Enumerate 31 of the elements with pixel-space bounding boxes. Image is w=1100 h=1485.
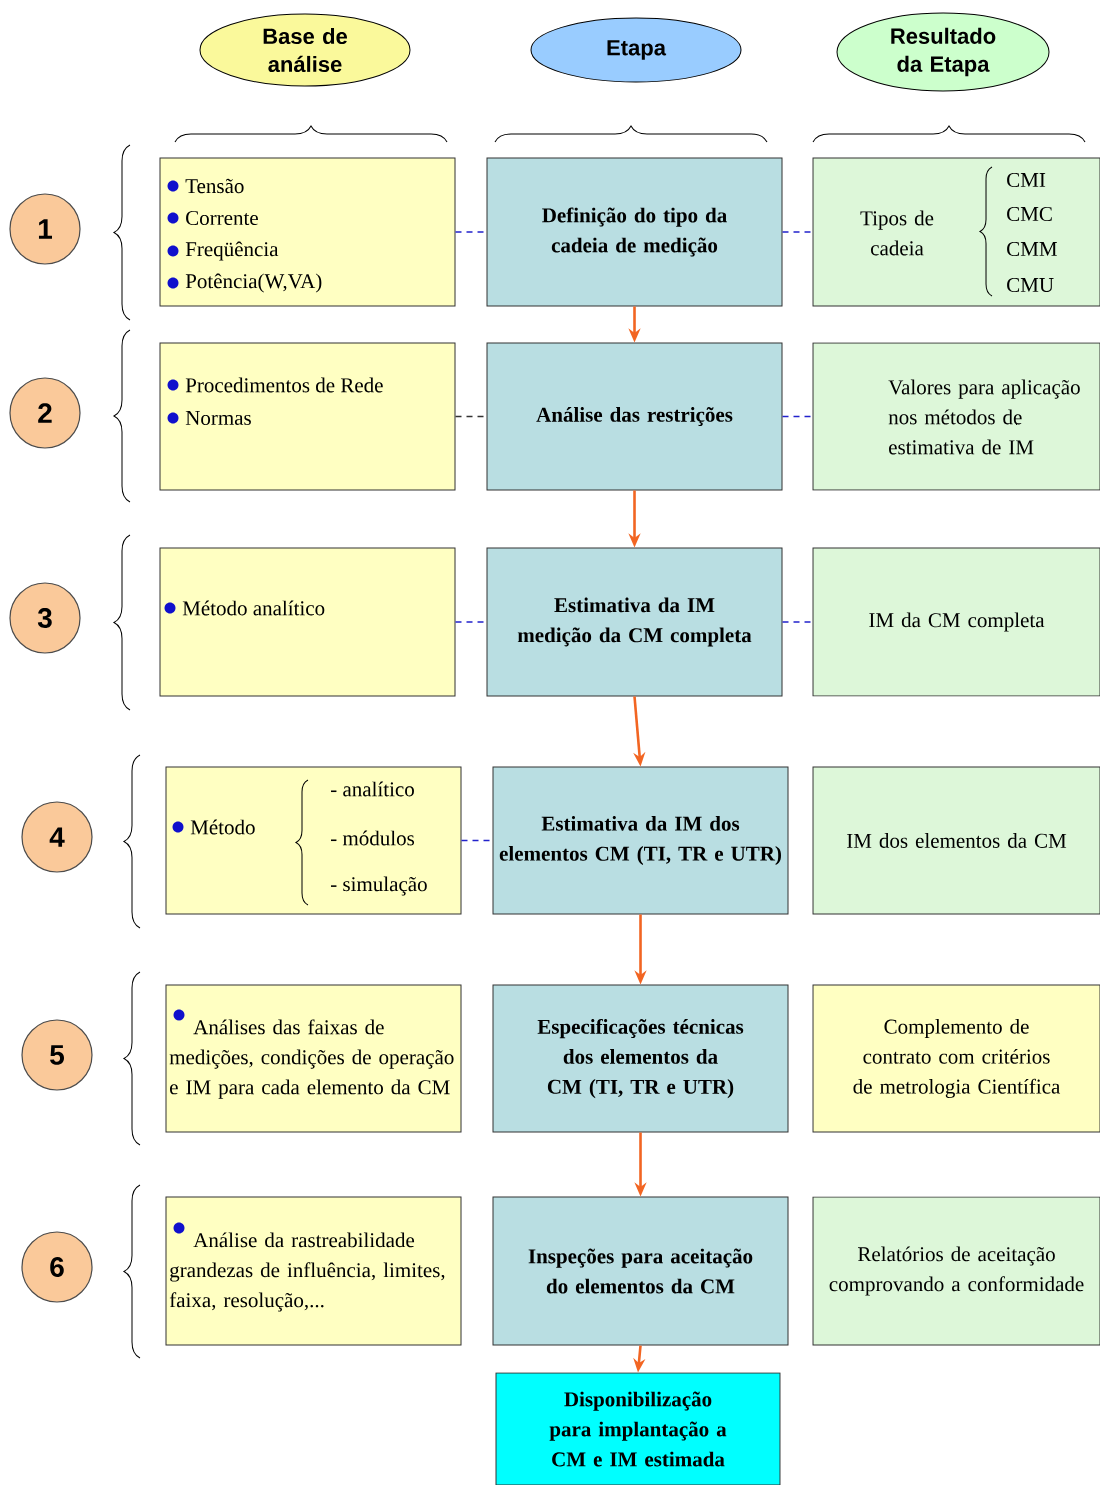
input-box: Procedimentos de Rede Normas (159, 342, 456, 491)
node-label: - módulos (330, 830, 415, 846)
step-box: Inspeções para aceitação do elementos da CM (492, 1196, 789, 1346)
node-label: CMC (1007, 206, 1052, 222)
step-box: Estimativa da IM medição da CM completa (486, 547, 783, 697)
node-label: - simulação (330, 876, 427, 896)
node-label: CMM (1007, 241, 1057, 257)
step-box: Análise das restrições (486, 342, 783, 491)
input-box: Análises das faixas de medições, condições de operação e IM para cada elemento da CM (165, 984, 462, 1133)
input-box: Método - analítico - módulos - simulação (165, 766, 462, 915)
node-label: Tipos de cadeia (860, 210, 934, 256)
input-box: Tensão Corrente Freqüência Potência(W,VA) (159, 157, 456, 307)
result-box: Complemento de contrato com critérios de metrologia Científica (812, 984, 1100, 1133)
input-box: Método analítico (159, 547, 456, 697)
result-box: IM da CM completa (812, 547, 1100, 697)
node-label: Método (190, 819, 255, 835)
connector-line (781, 415, 814, 418)
node-label: CMU (1007, 277, 1054, 293)
step-box: Definição do tipo da cadeia de medição (486, 157, 783, 307)
result-box: Relatórios de aceitação comprovando a conformidade (812, 1196, 1100, 1346)
connector-line (781, 621, 814, 623)
node-label: - analítico (330, 781, 414, 797)
connector-line (781, 231, 814, 233)
result-box: Valores para aplicação nos métodos de estimativa de IM (812, 342, 1100, 491)
result-box: IM dos elementos da CM (812, 766, 1100, 915)
step-box: Estimativa da IM dos elementos CM (TI, TR e UTR) (492, 766, 789, 915)
node-label: CMI (1007, 172, 1046, 188)
step-box: Especificações técnicas dos elementos da CM (TI, TR e UTR) (492, 984, 789, 1133)
input-box: Análise da rastreabilidade grandezas de influência, limites, faixa, resolução,... (165, 1196, 462, 1346)
result-box: Tipos de cadeia CMI CMC CMM CMU (812, 157, 1100, 307)
final-step-box: Disponibilização para implantação a CM e IM estimada (495, 1372, 781, 1485)
